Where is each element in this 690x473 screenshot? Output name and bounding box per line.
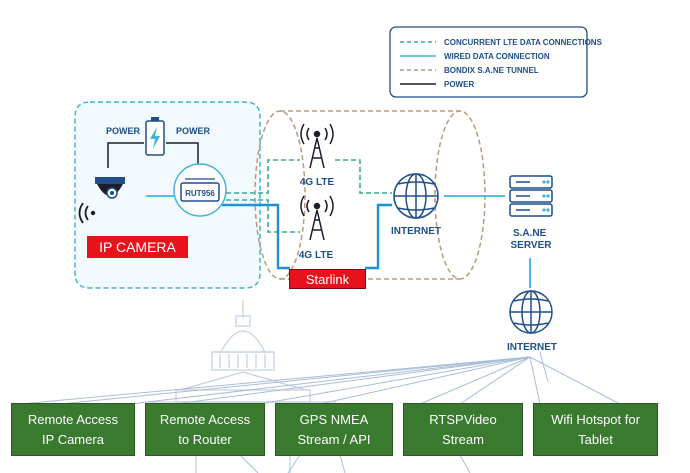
gps-nmea-box: GPS NMEA Stream / API bbox=[275, 403, 393, 456]
starlink-tag: Starlink bbox=[289, 269, 366, 289]
ip-camera-tag: IP CAMERA bbox=[87, 236, 188, 258]
lte-tower-icon-bottom bbox=[300, 195, 334, 241]
server-icon bbox=[509, 175, 553, 217]
server-label-line2: SERVER bbox=[511, 240, 553, 251]
vehicle-enclosure bbox=[74, 101, 261, 289]
legend-power: POWER bbox=[444, 80, 474, 89]
legend-wired: WIRED DATA CONNECTION bbox=[444, 52, 550, 61]
fan-lines bbox=[19, 351, 621, 473]
router-icon: RUT956 bbox=[173, 163, 227, 217]
router-label: RUT956 bbox=[185, 189, 215, 198]
starlink-link bbox=[222, 203, 290, 270]
rtsp-video-box: RTSPVideo Stream bbox=[403, 403, 523, 456]
lte-to-internet bbox=[335, 159, 392, 194]
lte-label-bottom: 4G LTE bbox=[299, 250, 334, 261]
remote-access-router-box: Remote Access to Router bbox=[145, 403, 265, 456]
remote-access-camera-box: Remote Access IP Camera bbox=[11, 403, 135, 456]
globe-icon-bottom bbox=[509, 290, 553, 334]
bondix-tunnel bbox=[254, 110, 486, 280]
legend-concurrent: CONCURRENT LTE DATA CONNECTIONS bbox=[444, 38, 603, 47]
legend: CONCURRENT LTE DATA CONNECTIONS WIRED DA… bbox=[389, 26, 603, 98]
starlink-to-internet bbox=[365, 203, 392, 270]
power-lines bbox=[107, 142, 199, 168]
lte-label-top: 4G LTE bbox=[300, 177, 335, 188]
globe-icon-mid bbox=[393, 173, 439, 219]
internet-label-mid: INTERNET bbox=[391, 226, 441, 237]
server-label-line1: S.A.NE bbox=[513, 228, 547, 239]
lte-tower-icon-top bbox=[300, 123, 334, 169]
battery-icon bbox=[145, 117, 165, 156]
server-label: S.A.NE SERVER bbox=[511, 228, 553, 251]
power-label-left: POWER bbox=[106, 126, 141, 136]
internet-label-bottom: INTERNET bbox=[507, 342, 557, 353]
camera-icon bbox=[78, 177, 125, 224]
wifi-hotspot-box: Wifi Hotspot for Tablet bbox=[533, 403, 658, 456]
legend-tunnel: BONDIX S.A.NE TUNNEL bbox=[444, 66, 539, 75]
power-label-right: POWER bbox=[176, 126, 211, 136]
lte-links bbox=[226, 159, 300, 233]
